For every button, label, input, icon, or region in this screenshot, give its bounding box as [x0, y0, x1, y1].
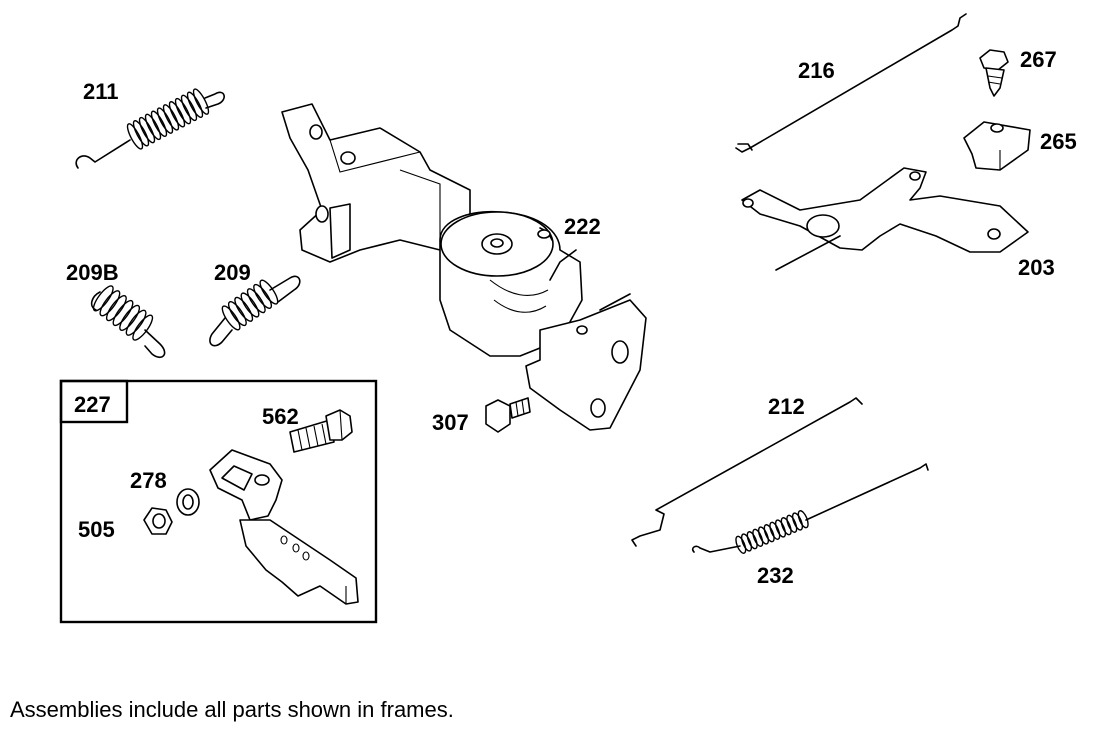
spring-coil-turn — [132, 120, 150, 147]
label-216: 216 — [798, 58, 835, 83]
label-222: 222 — [564, 214, 601, 239]
assembly-frame-227 — [59, 379, 378, 624]
rod-212 — [631, 397, 863, 547]
spring-coil-turn — [774, 519, 787, 538]
clip-265 — [963, 121, 1031, 171]
label-232: 232 — [757, 563, 794, 588]
spring-coil-turn — [253, 283, 273, 309]
spring-coil-turn — [740, 533, 753, 552]
spring-coil-turn — [192, 88, 210, 115]
label-209B: 209B — [66, 260, 119, 285]
label-211: 211 — [83, 79, 119, 104]
spring-coil-turn — [144, 113, 162, 141]
pulley-housing-222 — [439, 210, 583, 357]
bolt-562 — [289, 409, 353, 453]
spring-coil-turn — [92, 285, 114, 312]
spring-coil-turn — [112, 299, 134, 327]
lever-203 — [741, 167, 1029, 271]
spring-coil-turn — [221, 305, 241, 331]
spring-coil-turn — [186, 91, 204, 119]
label-307: 307 — [432, 410, 469, 435]
label-209: 209 — [214, 260, 251, 285]
spring-coil-turn — [162, 104, 180, 131]
spring-coil-turn — [763, 524, 775, 543]
spring-coil-turn — [156, 107, 174, 134]
label-203: 203 — [1018, 255, 1055, 280]
spring-coil-turn — [757, 526, 770, 545]
label-505: 505 — [78, 517, 115, 542]
spring-coil-turn — [126, 123, 144, 150]
spring-coil-turn — [240, 292, 260, 318]
spring-coil-turn — [99, 290, 121, 317]
label-227: 227 — [74, 392, 111, 417]
footnote: Assemblies include all parts shown in fr… — [10, 697, 454, 722]
label-267: 267 — [1020, 47, 1057, 72]
bolt-307 — [485, 397, 531, 433]
spring-coil-turn — [125, 309, 147, 336]
spring-232 — [691, 463, 929, 554]
spring-209 — [209, 275, 301, 347]
spring-coil-turn — [180, 94, 198, 122]
label-265: 265 — [1040, 129, 1077, 154]
spring-coil-turn — [138, 116, 156, 144]
spring-coil-turn — [234, 296, 254, 322]
spring-coil-turn — [105, 294, 127, 322]
spring-coil-turn — [769, 521, 781, 540]
spring-coil-turn — [174, 97, 192, 125]
label-278: 278 — [130, 468, 167, 493]
washer-278 — [176, 488, 200, 516]
spring-coil-turn — [227, 301, 247, 327]
rod-216 — [735, 13, 967, 153]
spring-coil-turn — [168, 101, 186, 128]
spring-coil-turn — [780, 517, 792, 536]
part-labels: 211 209B 209 227 562 278 505 222 307 216… — [66, 47, 1077, 588]
spring-coil-turn — [797, 510, 809, 529]
spring-211 — [75, 88, 225, 169]
label-562: 562 — [262, 404, 299, 429]
spring-coil-turn — [752, 528, 764, 547]
spring-coil-turn — [735, 535, 747, 554]
spring-209B — [90, 285, 166, 359]
screw-267 — [979, 49, 1009, 97]
spring-coil-turn — [746, 531, 758, 550]
spring-coil-turn — [246, 288, 266, 314]
label-212: 212 — [768, 394, 805, 419]
spring-coil-turn — [150, 110, 168, 138]
spring-coil-turn — [791, 512, 804, 531]
spring-coil-turn — [259, 279, 279, 305]
nut-505 — [143, 507, 173, 535]
spring-coil-turn — [786, 514, 798, 533]
control-lever-bracket — [209, 449, 359, 605]
spring-coil-turn — [119, 304, 141, 332]
lower-bracket-plate — [525, 249, 647, 431]
main-control-bracket — [281, 103, 471, 263]
